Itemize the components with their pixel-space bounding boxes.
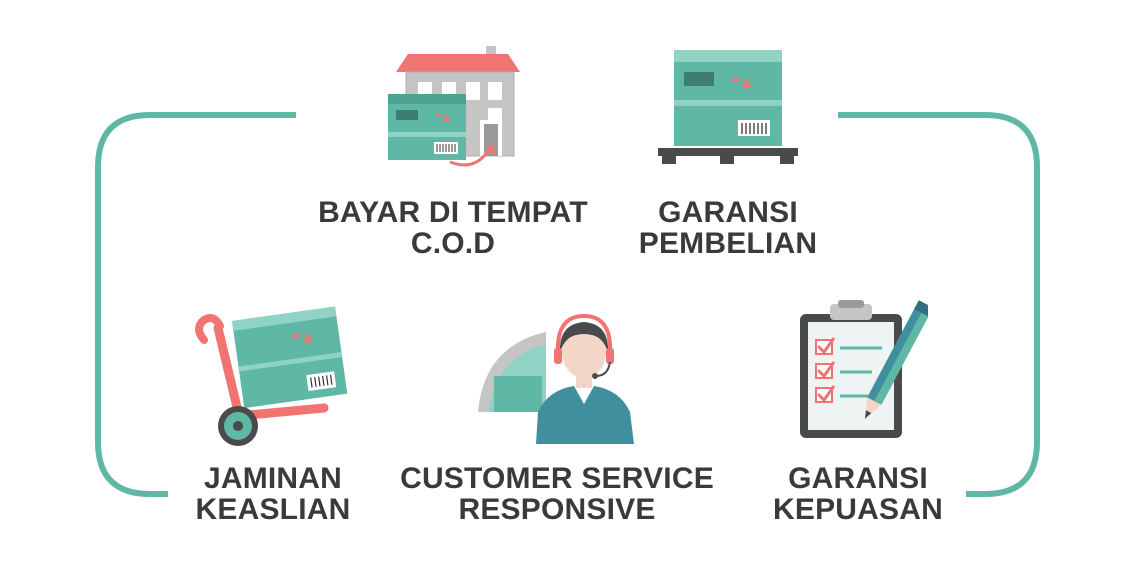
feature-label-line: KEPUASAN [773, 493, 943, 526]
clipboard-checklist-icon [800, 300, 928, 438]
feature-label-cod: BAYAR DI TEMPAT C.O.D [300, 197, 606, 259]
feature-label-line: C.O.D [410, 227, 496, 260]
feature-label-jaminan-keaslian: JAMINAN KEASLIAN [178, 463, 368, 525]
svg-text:☂▲: ☂▲ [434, 112, 451, 123]
svg-text:☂▲: ☂▲ [290, 329, 314, 347]
feature-label-line: RESPONSIVE [458, 493, 656, 526]
hand-truck-icon: ☂▲ [195, 306, 348, 446]
left-bracket [95, 112, 296, 497]
svg-text:☂▲: ☂▲ [730, 75, 752, 90]
box-pallet-icon: ☂▲ [658, 50, 798, 164]
customer-service-icon [478, 313, 634, 444]
feature-label-line: BAYAR DI TEMPAT [318, 196, 588, 229]
warehouse-box-icon: ☂▲ [388, 46, 520, 167]
feature-label-line: PEMBELIAN [638, 227, 818, 260]
feature-label-line: JAMINAN [203, 462, 343, 495]
right-bracket [838, 112, 1040, 497]
feature-label-customer-service: CUSTOMER SERVICE RESPONSIVE [382, 463, 732, 525]
feature-label-line: KEASLIAN [195, 493, 351, 526]
feature-label-garansi-pembelian: GARANSI PEMBELIAN [628, 197, 828, 259]
feature-label-line: GARANSI [658, 196, 798, 229]
feature-label-line: CUSTOMER SERVICE [400, 462, 714, 495]
feature-label-line: GARANSI [788, 462, 928, 495]
feature-label-garansi-kepuasan: GARANSI KEPUASAN [758, 463, 958, 525]
